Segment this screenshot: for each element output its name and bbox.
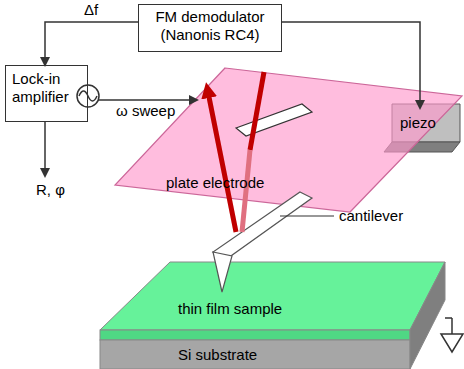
demodulator-box: FM demodulator (Nanonis RC4)	[138, 4, 282, 52]
laser-beam-reflected	[208, 92, 236, 232]
cantilever-tip	[213, 252, 232, 292]
part-label: plate electrode	[166, 174, 264, 192]
plate-electrode	[115, 68, 462, 212]
sample-front	[100, 330, 410, 340]
output-wire	[44, 122, 46, 176]
cantilever-wire	[280, 215, 334, 216]
substrate-front	[100, 340, 410, 369]
part-label: Si substrate	[178, 346, 257, 364]
part-label: piezo	[400, 114, 436, 132]
ground-symbol	[441, 334, 463, 352]
sine-symbol	[79, 91, 97, 101]
sweep-wire	[88, 99, 197, 101]
substrate-side	[410, 262, 445, 369]
ground-wire	[451, 318, 453, 334]
part-label: thin film sample	[178, 300, 282, 318]
signal-connector	[45, 22, 138, 65]
piezo-drive-wire	[282, 22, 420, 108]
signal-label: Δf	[84, 1, 98, 19]
laser-beam	[250, 72, 264, 150]
plate-slot	[236, 104, 312, 136]
sample-top	[100, 262, 445, 330]
part-label: ω sweep	[116, 102, 175, 120]
part-label: cantilever	[339, 207, 403, 225]
part-label: R, φ	[36, 181, 65, 199]
box-text: FM demodulator (Nanonis RC4)	[145, 8, 275, 44]
amplifier-box: Lock-in amplifier	[5, 65, 88, 122]
box-text: Lock-in amplifier	[12, 70, 76, 106]
oscillator-symbol	[77, 85, 99, 107]
ground-wire	[445, 317, 452, 319]
